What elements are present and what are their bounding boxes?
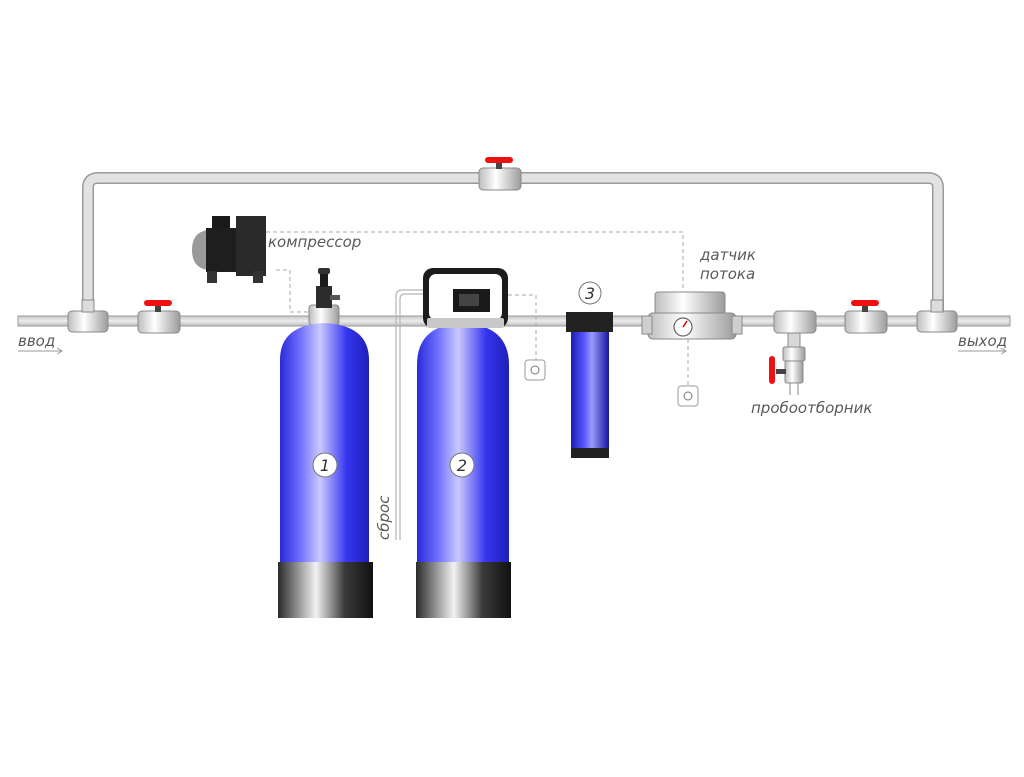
inlet-label: ввод [18,332,55,350]
signal-box-sensor [677,385,699,407]
tank-2-number: 2 [457,456,467,475]
inlet-tee [67,299,109,333]
bypass-valve[interactable] [478,157,522,191]
tank-1 [278,268,373,618]
inlet-valve[interactable] [137,300,181,334]
outlet-arrow [958,347,1007,355]
flow-sensor [641,291,743,340]
flow-sensor-label-line1: датчик [699,246,756,264]
filter-3 [566,281,613,458]
inlet-arrow [18,347,63,355]
compressor-label: компрессор [268,233,361,251]
control-valve-head [423,268,508,328]
drain-label: сброс [375,495,393,540]
main-pipe [17,315,1011,327]
signal-box-2 [524,359,546,381]
sampler-tap[interactable] [769,310,817,395]
compressor [192,216,266,283]
drain-line [395,289,425,540]
sampler-label: пробоотборник [751,399,872,417]
flow-sensor-label-line2: потока [700,265,755,283]
control-lines [266,231,689,386]
outlet-tee [916,299,958,333]
tank-1-number: 1 [320,456,330,475]
filter-3-number: 3 [585,284,595,303]
outlet-label: выход [958,332,1007,350]
outlet-valve[interactable] [844,300,888,334]
tank-2 [416,323,511,618]
